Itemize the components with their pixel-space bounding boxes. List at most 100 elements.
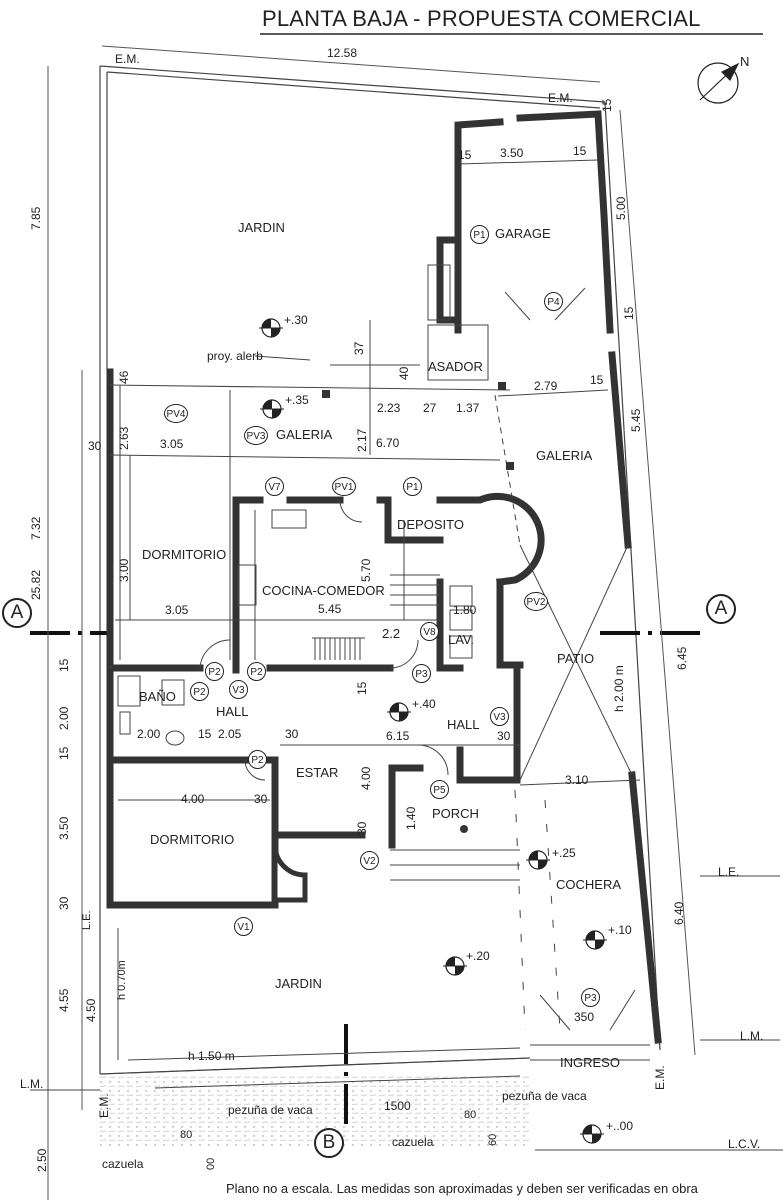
section-a-right: A [706, 594, 736, 624]
level-010: +.10 [608, 923, 632, 937]
level-020: +.20 [466, 949, 490, 963]
dim-200h: 2.00 [137, 727, 161, 741]
dim-30d: 30 [254, 792, 268, 806]
room-patio: PATIO [557, 651, 595, 666]
dim-140: 1.40 [404, 806, 418, 830]
note-60: 60 [487, 1133, 499, 1146]
note-pezuna-left: pezuña de vaca [228, 1103, 313, 1117]
dim-400h: 4.00 [181, 792, 205, 806]
marker-v1: V1 [234, 917, 253, 936]
marker-p3-a: P3 [412, 664, 431, 683]
note-em-top-left: E.M. [115, 52, 140, 66]
thin-lines [30, 45, 783, 1200]
dim-r640: 6.40 [672, 901, 686, 925]
room-galeria-left: GALERIA [276, 427, 333, 442]
dim-30e: 30 [355, 821, 369, 835]
note-pezuna-right: pezuña de vaca [502, 1089, 587, 1103]
marker-v7: V7 [265, 477, 284, 496]
marker-p1-garage: P1 [470, 225, 489, 244]
dim-15h: 15 [198, 727, 212, 741]
room-deposito: DEPOSITO [397, 517, 464, 532]
dim-40: 40 [397, 366, 411, 380]
note-lm-left: L.M. [20, 1077, 44, 1091]
dim-305a: 3.05 [160, 437, 184, 451]
room-jardin-top: JARDIN [238, 220, 285, 235]
room-cocina: COCINA-COMEDOR [262, 583, 385, 598]
dim-30f: 30 [57, 896, 71, 910]
marker-v3-a: V3 [229, 680, 248, 699]
note-le-right: L.E. [718, 865, 740, 879]
marker-p2-b: P2 [247, 662, 266, 681]
level-symbol-icon [387, 702, 411, 722]
dim-670: 6.70 [376, 436, 400, 450]
footer-note: Plano no a escala. Las medidas son aprox… [226, 1181, 698, 1196]
room-lav: LAV. [448, 632, 475, 647]
marker-pv4: PV4 [164, 404, 188, 423]
level-markers [259, 318, 607, 1144]
level-040: +.40 [412, 697, 436, 711]
dim-37: 37 [352, 341, 366, 355]
note-proy: proy. alerb [207, 349, 263, 363]
dim-15m: 15 [355, 681, 369, 695]
site-boundary [99, 65, 661, 1075]
dim-263: 2.63 [117, 426, 131, 450]
marker-v8: V8 [420, 622, 439, 641]
note-cazuela-right: cazuela [392, 1135, 434, 1149]
level-symbol-icon [583, 930, 607, 950]
note-cazuela-left: cazuela [102, 1157, 144, 1171]
dim-15r: 15 [590, 373, 604, 387]
note-h-070: h 0.70m [116, 960, 128, 1000]
north-label: N [740, 54, 750, 69]
dim-g15c: 15 [600, 98, 614, 112]
level-symbol-icon [260, 399, 284, 419]
level-symbol-icon [443, 956, 467, 976]
dim-g15a: 15 [458, 148, 472, 162]
section-a-left: A [2, 598, 32, 628]
room-estar: ESTAR [296, 765, 339, 780]
room-asador: ASADOR [428, 359, 483, 374]
marker-pv3: PV3 [244, 426, 268, 445]
note-lcv: L.C.V. [728, 1137, 761, 1151]
room-ingreso: INGRESO [560, 1055, 620, 1070]
sidewalk-hatch [100, 1074, 530, 1146]
room-galeria-right: GALERIA [536, 448, 593, 463]
marker-p1-dep: P1 [403, 477, 422, 496]
dim-217: 2.17 [355, 428, 369, 452]
dim-top-width: 12.58 [327, 46, 358, 60]
dim-46: 46 [117, 370, 131, 384]
note-350: 350 [574, 1010, 595, 1024]
note-00: 00 [205, 1157, 217, 1170]
dim-180: 1.80 [453, 603, 477, 617]
dim-223: 2.23 [377, 401, 401, 415]
level-030: +.30 [284, 313, 308, 327]
room-hall-right: HALL [447, 717, 480, 732]
dim-305b: 3.05 [165, 603, 189, 617]
note-em-bottom-right: E.M. [653, 1065, 667, 1090]
bay-window [272, 844, 308, 903]
dim-27: 27 [423, 401, 437, 415]
marker-v3-b: V3 [490, 707, 509, 726]
room-dormitorio-top: DORMITORIO [142, 547, 227, 562]
dim-279: 2.79 [534, 379, 558, 393]
dim-r645: 6.45 [675, 646, 689, 670]
room-cochera: COCHERA [556, 877, 622, 892]
dim-30a: 30 [88, 439, 102, 453]
dim-450: 4.50 [84, 998, 98, 1022]
level-symbol-icon [259, 318, 283, 338]
dim-615: 6.15 [386, 729, 410, 743]
marker-p2-c: P2 [190, 682, 209, 701]
note-80-right: 80 [464, 1109, 477, 1121]
dim-200v: 2.00 [57, 706, 71, 730]
level-025: +.25 [552, 846, 576, 860]
level-035: +.35 [285, 393, 309, 407]
dim-137: 1.37 [456, 401, 480, 415]
room-garage: GARAGE [495, 226, 551, 241]
dim-15l2: 15 [57, 746, 71, 760]
level-000: +..00 [606, 1119, 634, 1133]
dim-l785: 7.85 [29, 206, 43, 230]
note-em-top-right: E.M. [548, 91, 573, 105]
north-arrow-icon [697, 62, 740, 104]
marker-p4: P4 [544, 292, 563, 311]
room-bano: BAÑO [139, 689, 176, 704]
